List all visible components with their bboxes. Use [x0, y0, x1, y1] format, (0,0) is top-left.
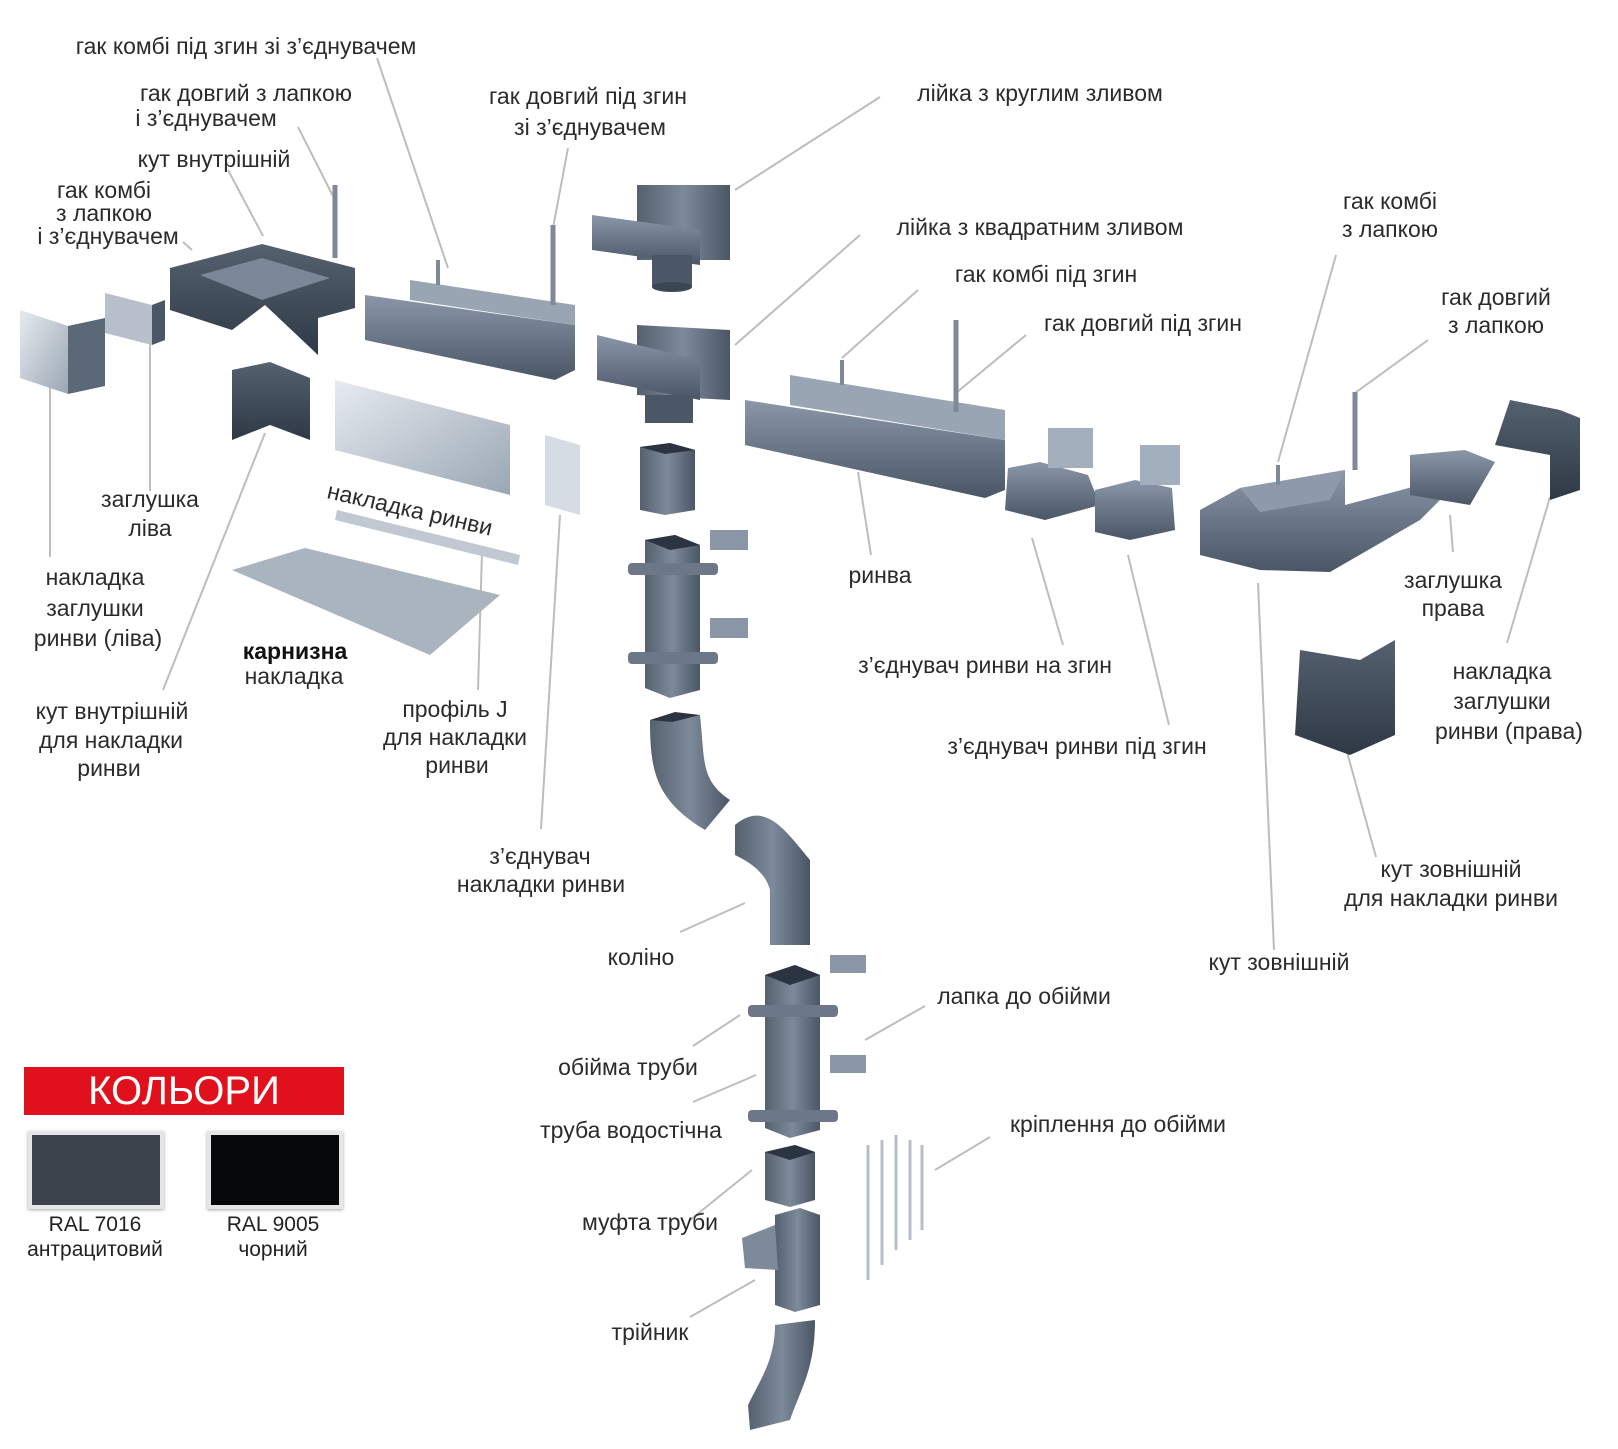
gutter-connector-under-bend-part — [1095, 445, 1180, 540]
swatch-name-ral-9005: чорний — [238, 1238, 308, 1261]
gutter-center-part — [745, 320, 1005, 498]
label-elbow: коліно — [607, 944, 675, 970]
downpipe-upper-part — [628, 530, 748, 698]
label-outer-corner-cover-1: кут зовнішній — [1380, 856, 1522, 882]
label-cover-connector-1: з’єднувач — [489, 843, 591, 869]
label-hook-combi-bend-conn: гак комбі під згин зі з’єднувачем — [75, 33, 417, 59]
label-hook-long-tab-2: з лапкою — [1448, 312, 1544, 338]
label-end-cap-cover-left-3: ринви (ліва) — [33, 625, 163, 651]
label-hook-long-tab-conn-1: гак довгий з лапкою — [140, 80, 352, 106]
j-profile-part — [335, 510, 520, 565]
swatch-code-ral-9005: RAL 9005 — [226, 1213, 320, 1236]
label-hook-long-bend-conn-2: зі з’єднувачем — [514, 114, 666, 140]
label-inner-corner-cover-2: для накладки — [38, 727, 184, 753]
label-inner-corner: кут внутрішній — [137, 146, 291, 172]
label-gutter-conn-bend: з’єднувач ринви на згин — [858, 652, 1112, 678]
label-hook-long-bend: гак довгий під згин — [1044, 310, 1242, 336]
downpipe-lower-part — [748, 955, 866, 1138]
clamp-fixing-screws — [866, 1135, 924, 1280]
label-eaves-trim-1: карнизна — [242, 638, 348, 664]
outer-corner-part — [1200, 392, 1440, 572]
label-clamp-tab: лапка до обійми — [937, 983, 1111, 1009]
label-end-cap-cover-right-3: ринви (права) — [1435, 718, 1583, 744]
label-hook-combi-tab-conn-2: з лапкою — [56, 200, 152, 226]
label-hook-long-bend-conn-1: гак довгий під згин — [489, 83, 687, 109]
colors-banner: КОЛЬОРИ — [24, 1067, 344, 1115]
label-end-cap-cover-left-1: накладка — [45, 564, 145, 590]
label-eaves-trim-2: накладка — [244, 663, 344, 689]
bottom-bend-part — [748, 1320, 815, 1430]
label-gutter-conn-under-bend: з’єднувач ринви під згин — [947, 733, 1207, 759]
swatch-ral-9005 — [207, 1131, 343, 1209]
label-j-profile-3: ринви — [425, 752, 489, 778]
label-hook-combi-tab-2: з лапкою — [1342, 216, 1438, 242]
swatch-code-ral-7016: RAL 7016 — [48, 1213, 142, 1236]
label-j-profile-1: профіль J — [402, 696, 508, 722]
label-end-cap-cover-left-2: заглушки — [46, 595, 144, 621]
label-end-cap-cover-right-1: накладка — [1452, 658, 1552, 684]
label-end-cap-left-1: заглушка — [101, 486, 199, 512]
swatch-caption-ral-7016: RAL 7016 антрацитовий — [27, 1212, 163, 1262]
swatch-name-ral-7016: антрацитовий — [27, 1238, 163, 1261]
label-inner-corner-cover-3: ринви — [77, 755, 141, 781]
label-hook-long-tab-1: гак довгий — [1441, 284, 1551, 310]
pipe-short-part — [640, 443, 695, 515]
label-hook-combi-tab-conn-1: гак комбі — [56, 177, 152, 203]
elbow-part — [735, 815, 810, 945]
label-end-cap-cover-right-2: заглушки — [1453, 688, 1551, 714]
label-hook-combi-bend: гак комбі під згин — [954, 261, 1138, 287]
label-clamp-fixing: кріплення до обійми — [1009, 1111, 1227, 1137]
label-cover-connector-2: накладки ринви — [456, 871, 626, 897]
cover-connector-part — [545, 435, 580, 515]
label-outer-corner: кут зовнішній — [1208, 949, 1350, 975]
eaves-trim-part — [232, 548, 500, 655]
swatch-caption-ral-9005: RAL 9005 чорний — [227, 1212, 320, 1262]
end-cap-cover-left-part — [20, 310, 105, 394]
label-end-cap-right-2: права — [1421, 595, 1485, 621]
label-inner-corner-cover-1: кут внутрішній — [35, 698, 189, 724]
end-cap-cover-right-part — [1495, 400, 1580, 500]
label-pipe-coupling: муфта труби — [581, 1209, 719, 1235]
label-funnel-square: лійка з квадратним зливом — [896, 214, 1184, 240]
inner-corner-cover-part — [232, 362, 310, 440]
funnel-round-part — [592, 185, 730, 292]
label-hook-combi-tab-conn-3: і з’єднувачем — [37, 223, 179, 249]
pipe-bend-part — [650, 712, 730, 830]
label-hook-combi-tab-1: гак комбі — [1342, 188, 1438, 214]
gutter-connector-bend-part — [1005, 428, 1100, 520]
label-outer-corner-cover-2: для накладки ринви — [1344, 885, 1558, 911]
end-cap-right-part — [1410, 450, 1495, 505]
gutter-left-part — [365, 225, 575, 380]
label-j-profile-2: для накладки — [382, 724, 528, 750]
leader-lines — [49, 57, 1551, 1318]
swatch-ral-7016 — [28, 1131, 164, 1209]
inner-corner-part — [170, 185, 355, 355]
coupling-part — [765, 1145, 815, 1207]
label-end-cap-right-1: заглушка — [1404, 567, 1502, 593]
label-end-cap-left-2: ліва — [128, 515, 172, 541]
outer-corner-cover-part — [1295, 640, 1395, 755]
gutter-cover-part — [335, 380, 510, 495]
label-gutter: ринва — [848, 562, 912, 588]
funnel-square-part — [597, 325, 730, 423]
label-funnel-round: лійка з круглим зливом — [917, 80, 1163, 106]
tee-part — [742, 1208, 820, 1312]
label-tee: трійник — [611, 1319, 689, 1345]
label-downpipe: труба водостічна — [540, 1117, 722, 1143]
end-cap-left-part — [105, 293, 165, 345]
label-pipe-clamp: обійма труби — [558, 1054, 698, 1080]
label-hook-long-tab-conn-2: і з’єднувачем — [135, 105, 277, 131]
